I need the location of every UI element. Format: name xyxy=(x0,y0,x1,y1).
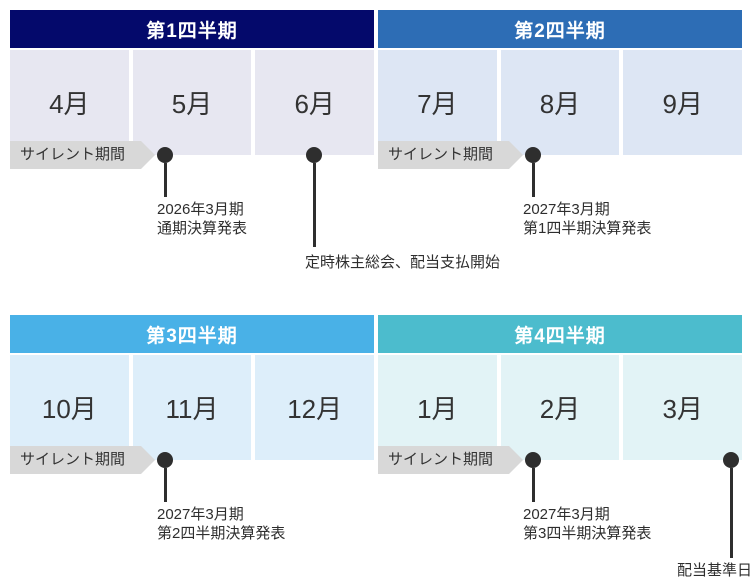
event-text-line: 第3四半期決算発表 xyxy=(523,525,652,542)
silent-period-ribbon-q3: サイレント期間 xyxy=(10,446,155,474)
months-row: 10月 11月 12月 xyxy=(10,355,375,460)
month-cell-september: 9月 xyxy=(623,50,743,155)
pin-dot-icon xyxy=(306,147,322,163)
pin-line xyxy=(312,163,316,247)
quarter-header-q2: 第2四半期 xyxy=(378,10,742,48)
month-cell-march: 3月 xyxy=(623,355,743,460)
quarters-row: 第1四半期 4月 5月 6月 第2四半期 7月 8月 9月 xyxy=(10,10,743,155)
quarter-header-q1: 第1四半期 xyxy=(10,10,374,48)
event-text-line: 通期決算発表 xyxy=(157,220,248,237)
month-cell-october: 10月 xyxy=(10,355,129,460)
event-text-line: 配当基準日 xyxy=(676,562,752,579)
calendar-first-half: 第1四半期 4月 5月 6月 第2四半期 7月 8月 9月 サイレント期間 サイ… xyxy=(10,10,743,315)
event-pin-q3-results xyxy=(525,452,541,502)
silent-period-ribbon-q4: サイレント期間 xyxy=(378,446,523,474)
months-row: 1月 2月 3月 xyxy=(378,355,743,460)
quarter-block-q1: 第1四半期 4月 5月 6月 xyxy=(10,10,375,155)
quarters-row: 第3四半期 10月 11月 12月 第4四半期 1月 2月 3月 xyxy=(10,315,743,460)
month-cell-june: 6月 xyxy=(255,50,375,155)
pin-line xyxy=(531,468,535,502)
month-cell-february: 2月 xyxy=(500,355,620,460)
month-cell-december: 12月 xyxy=(255,355,375,460)
silent-period-ribbon-q2: サイレント期間 xyxy=(378,141,523,169)
pin-line xyxy=(729,468,733,558)
event-pin-full-year-results xyxy=(157,147,173,197)
months-row: 7月 8月 9月 xyxy=(378,50,743,155)
quarter-block-q4: 第4四半期 1月 2月 3月 xyxy=(378,315,743,460)
pin-line xyxy=(163,468,167,502)
pin-dot-icon xyxy=(157,452,173,468)
month-cell-november: 11月 xyxy=(132,355,252,460)
pin-line xyxy=(163,163,167,197)
pin-dot-icon xyxy=(723,452,739,468)
month-cell-may: 5月 xyxy=(132,50,252,155)
event-label-shareholders-meeting: 定時株主総会、配当支払開始 xyxy=(305,253,500,272)
event-label-q2-results: 2027年3月期 第2四半期決算発表 xyxy=(157,505,285,543)
event-text-line: 2027年3月期 xyxy=(523,201,610,218)
pin-dot-icon xyxy=(525,452,541,468)
event-pin-shareholders-meeting xyxy=(306,147,322,247)
event-text-line: 2027年3月期 xyxy=(523,506,610,523)
quarter-block-q3: 第3四半期 10月 11月 12月 xyxy=(10,315,375,460)
pin-dot-icon xyxy=(157,147,173,163)
calendar-second-half: 第3四半期 10月 11月 12月 第4四半期 1月 2月 3月 サイレント期間… xyxy=(10,315,752,579)
month-cell-august: 8月 xyxy=(500,50,620,155)
quarter-header-q3: 第3四半期 xyxy=(10,315,374,353)
event-label-q1-results: 2027年3月期 第1四半期決算発表 xyxy=(523,200,651,238)
month-cell-january: 1月 xyxy=(378,355,497,460)
event-text-line: 第2四半期決算発表 xyxy=(157,525,286,542)
event-text-line: 2027年3月期 xyxy=(157,506,244,523)
quarter-header-q4: 第4四半期 xyxy=(378,315,742,353)
event-pin-q1-results xyxy=(525,147,541,197)
pin-line xyxy=(531,163,535,197)
event-pin-dividend-record-date xyxy=(723,452,739,558)
event-text-line: 2026年3月期 xyxy=(157,201,244,218)
month-cell-july: 7月 xyxy=(378,50,497,155)
event-text-line: 定時株主総会、配当支払開始 xyxy=(305,254,501,271)
event-label-dividend-record-date: 配当基準日 xyxy=(677,561,752,580)
quarter-block-q2: 第2四半期 7月 8月 9月 xyxy=(378,10,743,155)
event-label-full-year-results: 2026年3月期 通期決算発表 xyxy=(157,200,247,238)
silent-period-ribbon-q1: サイレント期間 xyxy=(10,141,155,169)
month-cell-april: 4月 xyxy=(10,50,129,155)
months-row: 4月 5月 6月 xyxy=(10,50,375,155)
pin-dot-icon xyxy=(525,147,541,163)
event-label-q3-results: 2027年3月期 第3四半期決算発表 xyxy=(523,505,651,543)
event-pin-q2-results xyxy=(157,452,173,502)
event-text-line: 第1四半期決算発表 xyxy=(523,220,652,237)
